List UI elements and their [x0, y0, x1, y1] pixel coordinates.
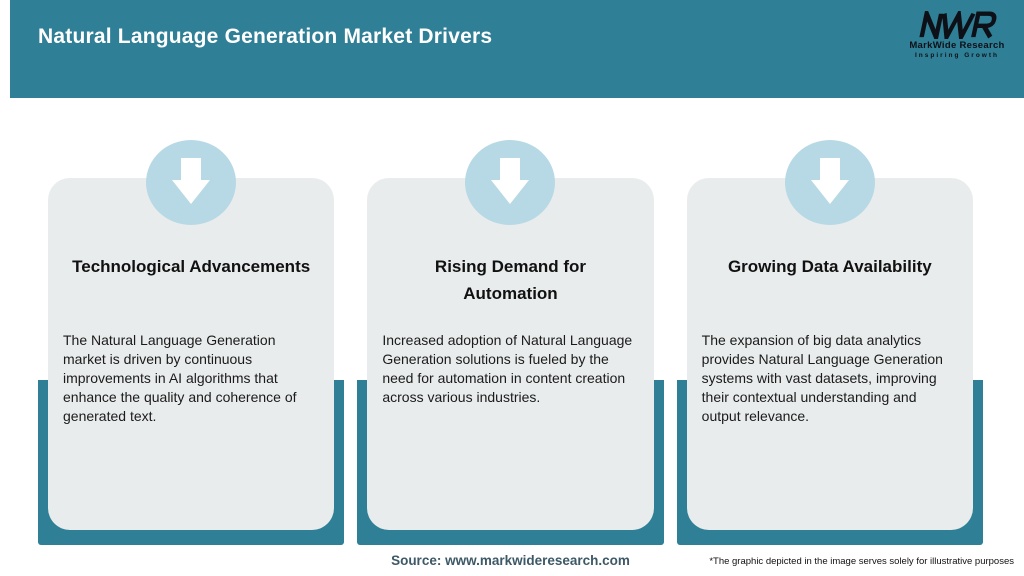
page-title: Natural Language Generation Market Drive… [38, 25, 493, 48]
card-title: Technological Advancements [72, 257, 311, 276]
down-arrow-icon [465, 140, 556, 225]
brand-name: MarkWide Research [909, 40, 1005, 51]
card-body: Increased adoption of Natural Language G… [382, 332, 633, 405]
driver-card-1: Technological Advancements The Natural L… [48, 178, 335, 530]
down-arrow-icon [146, 140, 237, 225]
driver-card-3: Growing Data Availability The expansion … [686, 178, 973, 530]
mwr-logo-icon [919, 11, 997, 39]
driver-card-2: Rising Demand for Automation Increased a… [367, 178, 654, 530]
card-body: The expansion of big data analytics prov… [701, 332, 943, 424]
card-title: Rising Demand for Automation [434, 257, 587, 303]
driver-column-2: Rising Demand for Automation Increased a… [357, 138, 664, 545]
drivers-row: Technological Advancements The Natural L… [38, 138, 983, 545]
down-arrow-glyph [491, 157, 530, 204]
driver-column-1: Technological Advancements The Natural L… [38, 138, 345, 545]
down-arrow-icon [784, 140, 875, 225]
header-bar: Natural Language Generation Market Drive… [10, 0, 1024, 98]
brand-tagline: Inspiring Growth [915, 52, 999, 59]
down-arrow-glyph [172, 157, 211, 204]
brand-logo: MarkWide Research Inspiring Growth [902, 11, 1012, 59]
down-arrow-glyph [810, 157, 849, 204]
source-text: Source: www.markwideresearch.com [391, 553, 630, 568]
card-body: The Natural Language Generation market i… [63, 332, 297, 424]
driver-column-3: Growing Data Availability The expansion … [676, 138, 983, 545]
disclaimer-text: *The graphic depicted in the image serve… [709, 556, 1014, 567]
card-title: Growing Data Availability [727, 257, 932, 276]
